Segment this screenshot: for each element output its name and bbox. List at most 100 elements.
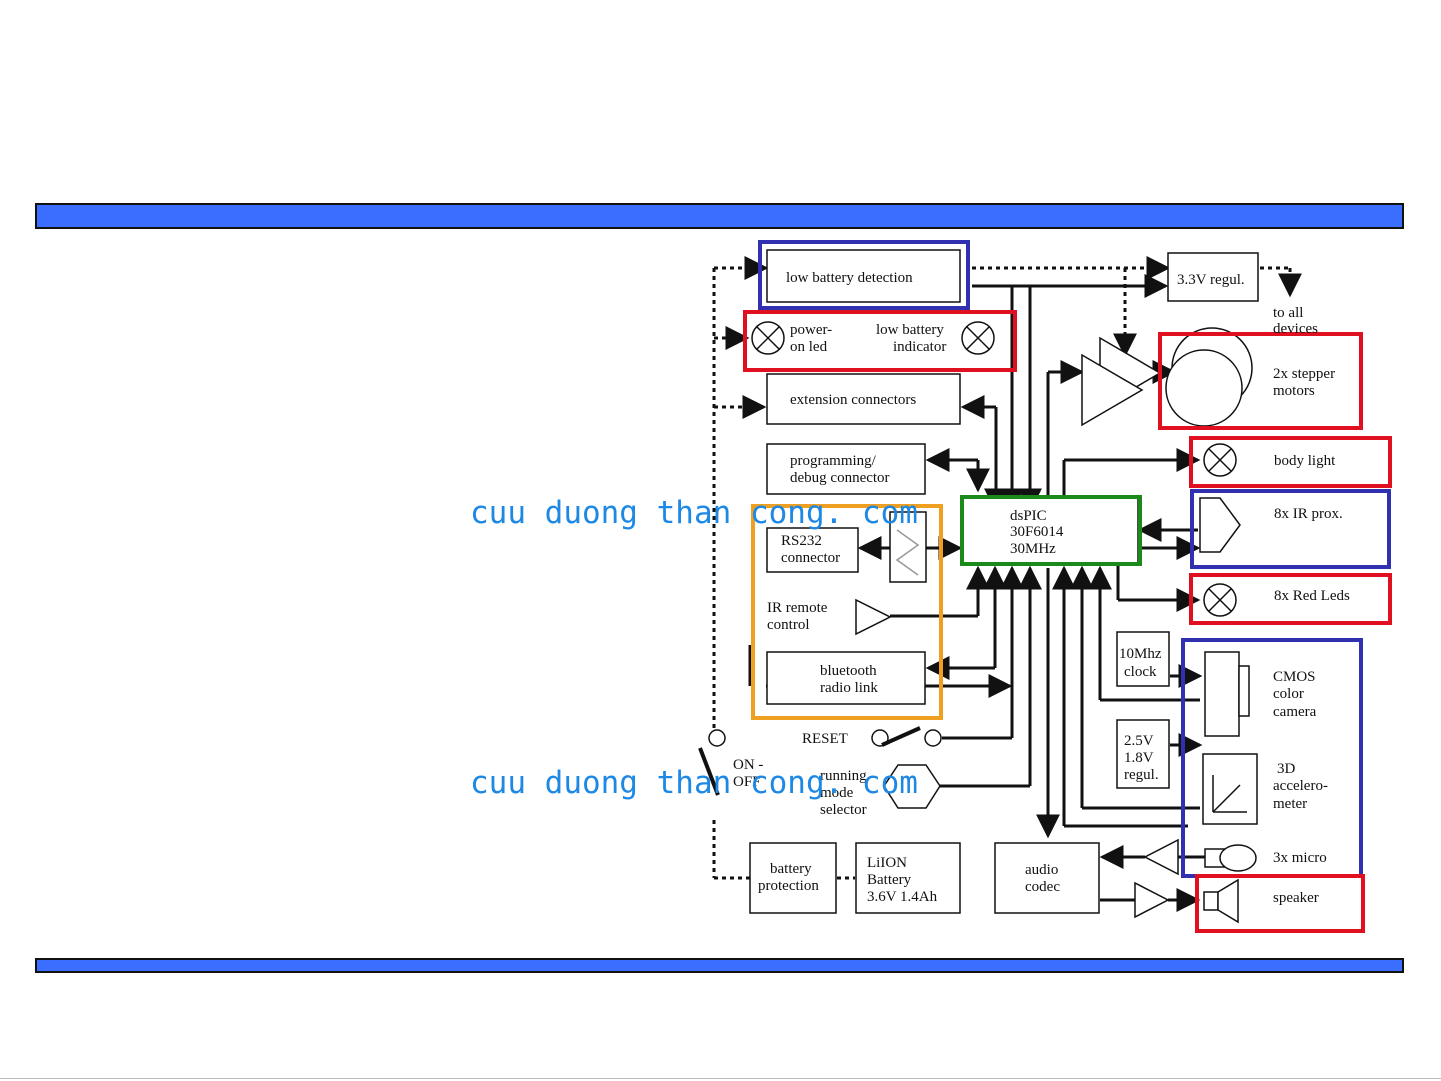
ir-receiver-icon	[855, 598, 892, 636]
regul-label-1: 2.5V	[1124, 733, 1154, 749]
lion-label-3: 3.6V 1.4Ah	[867, 889, 938, 905]
programming-label-2: debug connector	[790, 470, 890, 486]
battery-protection-box	[749, 842, 837, 914]
audio-label-2: codec	[1025, 879, 1060, 895]
lion-label-1: LiION	[867, 855, 907, 871]
power-on-led-label-2: on led	[790, 339, 828, 355]
blue-frame-ir-prox	[1190, 489, 1391, 569]
stepper-driver-icon	[1081, 353, 1144, 427]
programming-box	[766, 443, 926, 495]
speaker-amp-icon	[1134, 881, 1170, 919]
dspic-label-1: dsPIC	[1010, 508, 1047, 524]
accel-label-1: 3D	[1277, 761, 1296, 777]
red-leds-label: 8x Red Leds	[1274, 588, 1350, 604]
regul-box	[1116, 719, 1170, 789]
footer-bar	[35, 958, 1404, 973]
level-shifter-icon	[895, 529, 920, 576]
regul-label-2: 1.8V	[1124, 750, 1154, 766]
low-battery-indicator-icon	[961, 321, 995, 355]
body-light-label: body light	[1274, 453, 1336, 469]
dspic-label-2: 30F6014	[1010, 524, 1064, 540]
rs232-label-1: RS232	[781, 533, 822, 549]
ir-remote-label-2: control	[767, 617, 810, 633]
watermark-text-1: cuu duong than cong. com	[470, 495, 918, 531]
bluetooth-box	[766, 651, 926, 705]
blocks	[749, 249, 1259, 914]
red-frame-body-light	[1189, 436, 1392, 488]
red-frame-red-leds	[1189, 573, 1392, 625]
rs232-box	[766, 527, 859, 573]
highlight-frames	[743, 240, 1392, 933]
header-bar	[35, 203, 1404, 229]
camera-label-1: CMOS	[1273, 669, 1316, 685]
accel-label-2: accelero-	[1273, 778, 1328, 794]
mode-label-1: running	[820, 768, 867, 784]
accelerometer-axes-icon	[1212, 775, 1247, 813]
accelerometer-box	[1202, 753, 1258, 825]
watermark-text-2: cuu duong than cong. com	[470, 765, 918, 801]
red-frame-steppers	[1158, 332, 1363, 430]
micro-label: 3x micro	[1273, 850, 1327, 866]
lion-label-2: Battery	[867, 872, 912, 888]
on-off-label-2: OFF	[733, 774, 761, 790]
bottom-divider	[0, 1078, 1441, 1079]
regulator-box	[1167, 252, 1259, 302]
audio-label-1: audio	[1025, 862, 1058, 878]
rs232-level-box	[889, 511, 927, 583]
red-led-icon	[1203, 583, 1237, 617]
clock-label-2: clock	[1124, 664, 1157, 680]
clock-label-1: 10Mhz	[1119, 646, 1162, 662]
power-on-led-label-1: power-	[790, 322, 832, 338]
power-switch-icon[interactable]	[698, 729, 726, 796]
extension-connectors-box	[766, 373, 961, 425]
battery-protection-label-1: battery	[770, 861, 812, 877]
camera-label-2: color	[1273, 686, 1304, 702]
to-all-devices-label-1: to all	[1273, 305, 1303, 321]
lion-battery-box	[855, 842, 961, 914]
red-frame-leds	[743, 310, 1017, 372]
reset-switch-icon[interactable]	[871, 726, 942, 747]
regul-label-3: regul.	[1124, 767, 1159, 783]
mode-selector-icon[interactable]	[883, 764, 941, 809]
battery-protection-label-2: protection	[758, 878, 819, 894]
bluetooth-label-2: radio link	[820, 680, 878, 696]
extension-connectors-label: extension connectors	[790, 392, 916, 408]
low-battery-detection-label: low battery detection	[786, 270, 913, 286]
to-all-devices-label-2: devices	[1273, 321, 1318, 337]
rs232-label-2: connector	[781, 550, 840, 566]
power-on-led-icon	[751, 321, 785, 355]
on-off-label-1: ON -	[733, 757, 763, 773]
camera-body	[1204, 651, 1240, 737]
blue-frame-low-battery	[758, 240, 970, 310]
stepper-label-1: 2x stepper	[1273, 366, 1335, 382]
reset-label: RESET	[802, 731, 848, 747]
regulator-label: 3.3V regul.	[1177, 272, 1245, 288]
mode-label-3: selector	[820, 802, 867, 818]
power-wires	[712, 256, 1302, 880]
programming-label-1: programming/	[790, 453, 877, 469]
audio-codec-box	[994, 842, 1100, 914]
low-battery-indicator-label-1: low battery	[876, 322, 944, 338]
orange-frame-comms	[751, 504, 943, 720]
ir-prox-label: 8x IR prox.	[1274, 506, 1343, 522]
lamps	[751, 321, 1237, 617]
dspic-box	[961, 497, 1139, 565]
camera-label-3: camera	[1273, 704, 1317, 720]
dspic-label-3: 30MHz	[1010, 541, 1056, 557]
accel-label-3: meter	[1273, 796, 1307, 812]
mic-amp-icon	[1143, 838, 1179, 876]
red-frame-speaker	[1195, 874, 1365, 933]
speaker-label: speaker	[1273, 890, 1319, 906]
labels: low battery detection 3.3V regul. to all…	[733, 270, 1350, 906]
stepper-label-2: motors	[1273, 383, 1315, 399]
ir-prox-sensor-icon	[1199, 497, 1241, 553]
camera-lens	[1238, 665, 1250, 717]
signal-wires	[748, 274, 1208, 912]
amplifiers	[855, 336, 1179, 919]
stepper-motors-icon	[1165, 327, 1253, 427]
low-battery-indicator-label-2: indicator	[893, 339, 946, 355]
bluetooth-label-1: bluetooth	[820, 663, 877, 679]
clock-box	[1116, 631, 1170, 687]
ir-remote-label-1: IR remote	[767, 600, 828, 616]
